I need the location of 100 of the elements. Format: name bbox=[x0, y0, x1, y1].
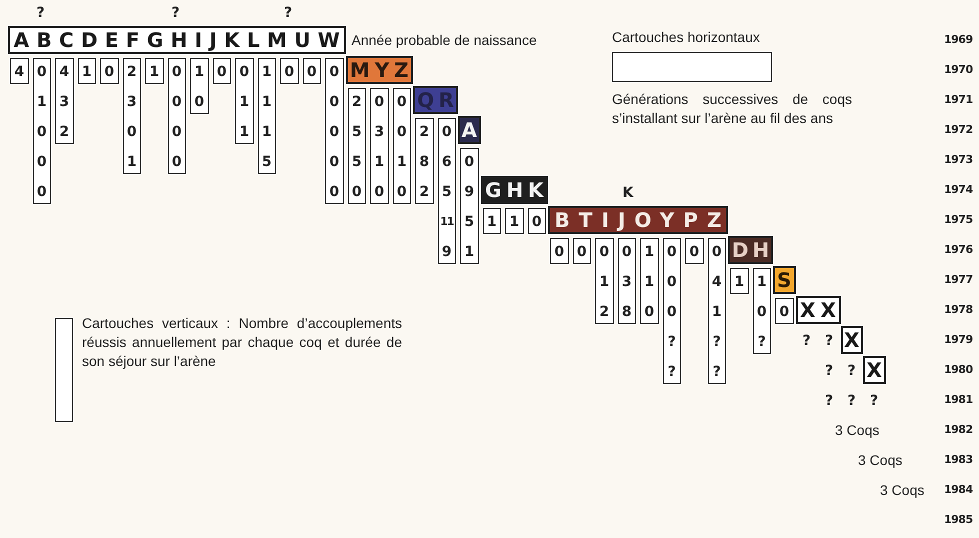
count-value: 1 bbox=[508, 213, 520, 231]
count-note: 3 Coqs bbox=[880, 481, 924, 500]
count-value: 1 bbox=[373, 153, 386, 171]
question-mark: ? bbox=[825, 332, 834, 350]
question-mark: ? bbox=[802, 332, 811, 350]
count-cartouche bbox=[572, 238, 591, 264]
count-cartouche bbox=[190, 58, 208, 114]
count-cartouche bbox=[640, 238, 658, 324]
cock-letters: S bbox=[776, 268, 794, 292]
handwritten-letter: K bbox=[622, 184, 634, 202]
count-cartouche bbox=[618, 238, 636, 324]
count-value: 0 bbox=[396, 93, 408, 111]
legend-sample-box bbox=[612, 52, 772, 82]
count-value: 0 bbox=[283, 63, 296, 81]
count-value: 0 bbox=[36, 63, 48, 81]
count-value: 0 bbox=[643, 303, 656, 321]
year-label: 1977 bbox=[944, 273, 973, 287]
question-mark: ? bbox=[825, 362, 834, 380]
count-value: 1 bbox=[463, 243, 476, 261]
count-cartouche bbox=[302, 58, 321, 84]
count-value: 0 bbox=[463, 153, 476, 171]
count-value: 0 bbox=[328, 153, 340, 171]
year-label: 1984 bbox=[944, 483, 973, 497]
count-value: 0 bbox=[126, 123, 138, 141]
count-value: 9 bbox=[463, 183, 476, 201]
count-cartouche bbox=[415, 118, 434, 204]
count-value: 1 bbox=[643, 243, 656, 261]
count-value: 5 bbox=[463, 213, 476, 231]
count-value: 0 bbox=[103, 63, 116, 81]
count-value: 0 bbox=[36, 123, 48, 141]
count-value: 1 bbox=[260, 123, 273, 141]
count-value: 0 bbox=[530, 213, 543, 231]
count-cartouche bbox=[482, 208, 501, 234]
count-value: 2 bbox=[598, 303, 610, 321]
year-label: 1979 bbox=[944, 333, 973, 347]
cock-letters: GHK bbox=[484, 178, 546, 202]
count-value: 0 bbox=[666, 243, 678, 261]
count-value: 2 bbox=[58, 123, 70, 141]
count-value: 2 bbox=[126, 63, 138, 81]
cock-letters: X bbox=[843, 328, 862, 352]
count-cartouche bbox=[370, 88, 388, 204]
question-mark: ? bbox=[172, 4, 180, 22]
count-cartouche bbox=[280, 58, 298, 84]
count-value: 2 bbox=[418, 123, 430, 141]
count-value: 0 bbox=[36, 183, 48, 201]
count-value: 0 bbox=[778, 303, 790, 321]
count-cartouche bbox=[662, 238, 681, 384]
count-value: 5 bbox=[350, 153, 363, 171]
count-value: 0 bbox=[170, 123, 183, 141]
question-mark: ? bbox=[36, 4, 45, 22]
question-mark: ? bbox=[870, 392, 878, 410]
year-label: 1982 bbox=[944, 423, 973, 437]
count-value: 11 bbox=[440, 214, 454, 230]
count-value: 1 bbox=[643, 273, 656, 291]
count-cartouche bbox=[685, 238, 704, 264]
count-cartouche bbox=[775, 298, 794, 324]
count-value: 3 bbox=[373, 123, 386, 141]
question-mark: ? bbox=[848, 392, 856, 410]
count-value: 1 bbox=[260, 63, 273, 81]
count-value: 0 bbox=[553, 243, 566, 261]
count-value: 8 bbox=[418, 153, 430, 171]
cock-letters: DH bbox=[730, 238, 771, 262]
year-label: 1974 bbox=[944, 183, 973, 197]
count-value: 1 bbox=[80, 63, 93, 81]
count-value: 0 bbox=[666, 273, 678, 291]
count-cartouche bbox=[752, 268, 771, 354]
count-cartouche bbox=[100, 58, 118, 84]
count-value: 0 bbox=[373, 183, 386, 201]
cock-letters: A bbox=[460, 118, 479, 142]
count-value: 1 bbox=[193, 63, 206, 81]
count-cartouche bbox=[505, 208, 524, 234]
count-value: 0 bbox=[396, 183, 408, 201]
count-cartouche bbox=[708, 238, 726, 384]
count-value: 4 bbox=[710, 273, 723, 291]
legend-text: Générations successives de coqs s’installant sur l’arène au fil des ans bbox=[612, 90, 852, 128]
count-value: 4 bbox=[13, 63, 26, 81]
count-cartouche bbox=[730, 268, 748, 294]
year-label: 1985 bbox=[944, 513, 973, 527]
year-label: 1980 bbox=[944, 363, 973, 377]
count-cartouche bbox=[460, 148, 478, 264]
count-cartouche bbox=[550, 238, 568, 264]
cock-letters: ABCDEFGHIJKLMUW bbox=[12, 28, 344, 52]
count-value: 0 bbox=[598, 243, 610, 261]
cock-letters: XX bbox=[799, 298, 838, 322]
count-cartouche bbox=[392, 88, 411, 204]
count-cartouche bbox=[528, 208, 546, 234]
count-value: ? bbox=[666, 363, 677, 381]
cock-letters: X bbox=[866, 358, 884, 382]
count-value: 0 bbox=[373, 93, 386, 111]
count-value: 1 bbox=[148, 63, 160, 81]
count-value: 0 bbox=[328, 93, 340, 111]
count-value: 5 bbox=[440, 183, 453, 201]
count-value: ? bbox=[712, 363, 722, 381]
count-value: 1 bbox=[733, 273, 746, 291]
question-mark: ? bbox=[825, 392, 834, 410]
count-value: 0 bbox=[170, 63, 183, 81]
year-label: 1969 bbox=[944, 33, 973, 47]
count-value: 0 bbox=[328, 123, 340, 141]
count-cartouche bbox=[325, 58, 344, 204]
legend-heading: Cartouches horizontaux bbox=[612, 28, 760, 47]
